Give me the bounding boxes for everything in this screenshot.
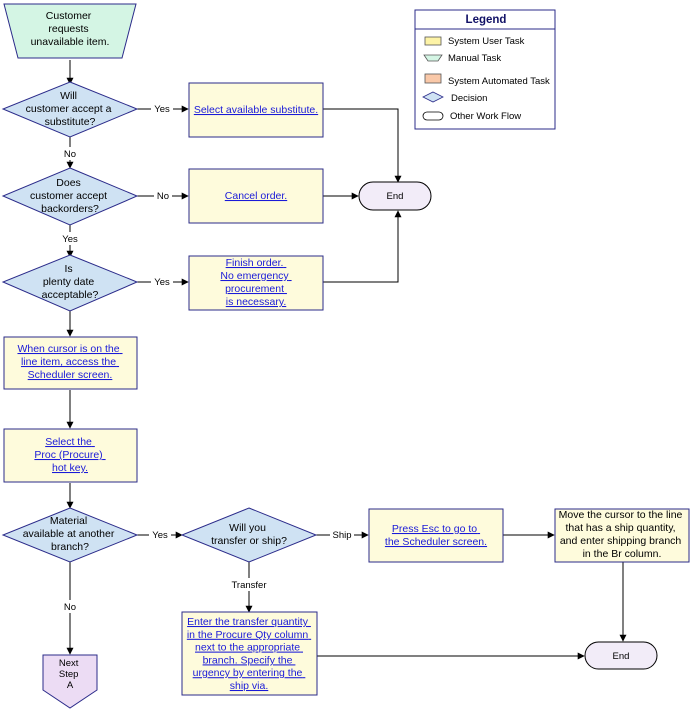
node-text: backorders? — [41, 203, 99, 215]
legend-item-label: Manual Task — [448, 53, 501, 64]
node-text: customer accept — [30, 190, 107, 202]
task-select-substitute: Select available substitute. — [188, 82, 324, 138]
manual-task-swatch — [423, 54, 443, 62]
task-select-proc-hotkey: Select the Proc (Procure) hot key. — [3, 428, 138, 483]
task-finish-order: Finish order. No emergency procurement i… — [188, 255, 324, 311]
node-text: that has a ship quantity, — [565, 522, 675, 534]
task-press-esc: Press Esc to go to the Scheduler screen. — [368, 508, 504, 563]
edge-label-yes: Yes — [154, 277, 170, 288]
svg-text:Next Step A: Next Step A — [59, 658, 81, 691]
decision-transfer-or-ship: Will you transfer or ship? — [180, 507, 318, 563]
edge-label-no: No — [64, 602, 76, 613]
node-text: Move the cursor to the line — [559, 509, 683, 521]
node-text: customer accept a — [26, 103, 112, 115]
decision-accept-backorders: Does customer accept backorders? — [1, 167, 139, 226]
decision-material-available: Material available at another branch? — [1, 507, 139, 563]
svg-text:Will customer accept a: Will customer accept a substitute? — [26, 90, 115, 128]
edge-labels: Yes No No Yes Yes Yes Ship Transfer No — [59, 102, 354, 613]
access-scheduler-link[interactable]: When cursor is on the line item, access … — [17, 343, 122, 381]
edge-label-no: No — [157, 191, 169, 202]
edge-label-yes: Yes — [154, 104, 170, 115]
task-enter-transfer-quantity: Enter the transfer quantity in the Procu… — [181, 611, 318, 696]
edge-label-yes: Yes — [62, 234, 78, 245]
legend-item-label: Other Work Flow — [450, 111, 521, 122]
svg-text:Move the cursor to the line: Move the cursor to the line that has a s… — [559, 509, 686, 560]
svg-text:Customer requests: Customer requests unavailable item. — [31, 10, 110, 48]
svg-text:Is plenty date acc: Is plenty date acceptable? — [42, 263, 99, 301]
edge-label-transfer: Transfer — [231, 580, 266, 591]
task-cancel-order: Cancel order. — [188, 168, 324, 224]
legend-item-label: System Automated Task — [448, 76, 550, 87]
select-substitute-link[interactable]: Select available substitute. — [194, 104, 318, 116]
node-text: available at another — [23, 528, 115, 540]
node-text: Next — [59, 658, 79, 669]
node-text: Customer — [46, 10, 92, 22]
connectors — [66, 60, 627, 660]
legend-item-label: System User Task — [448, 36, 525, 47]
node-text: substitute? — [45, 116, 96, 128]
end-label: End — [613, 651, 630, 662]
decision-swatch — [422, 91, 444, 103]
node-text: Will — [60, 90, 77, 102]
node-text: plenty date — [43, 276, 95, 288]
node-text: branch? — [51, 541, 89, 553]
node-text: Is — [64, 263, 72, 275]
next-step-connector[interactable]: Next Step A — [42, 654, 98, 709]
legend: Legend System User Task Manual Task Syst… — [414, 9, 556, 130]
enter-transfer-link[interactable]: Enter the transfer quantity in the Procu… — [187, 616, 311, 692]
end-terminator: End — [584, 641, 658, 670]
node-text: Will you — [229, 522, 266, 534]
end-label: End — [387, 191, 404, 202]
start-manual-task: Customer requests unavailable item. — [3, 3, 137, 59]
finish-order-link[interactable]: Finish order. No emergency procurement i… — [220, 257, 291, 308]
node-text: unavailable item. — [31, 36, 110, 48]
node-text: Does — [56, 177, 81, 189]
edge-label-ship: Ship — [332, 530, 351, 541]
legend-title: Legend — [466, 14, 507, 26]
legend-item-label: Decision — [451, 93, 487, 104]
cancel-order-link[interactable]: Cancel order. — [225, 190, 287, 202]
node-text: Material — [50, 515, 87, 527]
edge-label-yes: Yes — [152, 530, 168, 541]
user-task-swatch — [424, 36, 442, 46]
end-terminator: End — [358, 181, 432, 211]
node-text: in the Br column. — [583, 548, 662, 560]
node-text: Step — [59, 669, 79, 680]
node-text: transfer or ship? — [211, 535, 287, 547]
decision-date-acceptable: Is plenty date acceptable? — [1, 254, 139, 312]
svg-text:Material available at an: Material available at another branch? — [23, 515, 118, 553]
press-esc-link[interactable]: Press Esc to go to the Scheduler screen. — [385, 523, 487, 548]
svg-text:Does customer accept: Does customer accept backorders? — [30, 177, 110, 215]
svg-text:Will you transfer or shi: Will you transfer or ship? — [211, 522, 287, 547]
task-access-scheduler: When cursor is on the line item, access … — [3, 336, 138, 390]
node-text: requests — [48, 23, 88, 35]
select-proc-link[interactable]: Select the Proc (Procure) hot key. — [34, 436, 105, 474]
node-text: A — [67, 680, 74, 691]
decision-accept-substitute: Will customer accept a substitute? — [1, 81, 139, 138]
edge-label-no: No — [64, 149, 76, 160]
task-move-cursor: Move the cursor to the line that has a s… — [554, 508, 690, 563]
other-workflow-swatch — [422, 111, 444, 121]
automated-task-swatch — [424, 73, 442, 84]
node-text: and enter shipping branch — [560, 535, 682, 547]
node-text: acceptable? — [42, 289, 99, 301]
